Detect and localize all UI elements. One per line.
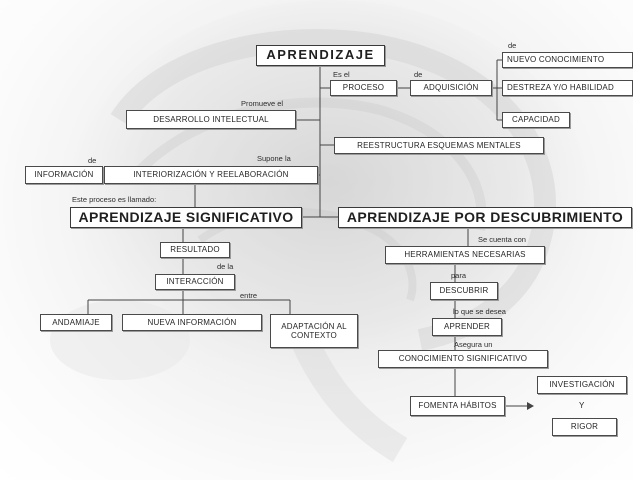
link-de-nuevo: de: [508, 41, 517, 50]
link-lo-que-se-desea: lo que se desea: [453, 307, 506, 316]
link-promueve: Promueve el: [241, 99, 284, 108]
link-entre: entre: [240, 291, 258, 300]
link-asegura: Asegura un: [454, 340, 493, 349]
node-interaccion: INTERACCIÓN: [155, 274, 235, 290]
node-nuevo-conocimiento: NUEVO CONOCIMIENTO: [502, 52, 633, 68]
node-conocimiento-significativo: CONOCIMIENTO SIGNIFICATIVO: [378, 350, 548, 368]
link-es-el: Es el: [333, 70, 350, 79]
node-destreza-habilidad: DESTREZA Y/O HABILIDAD: [502, 80, 633, 96]
link-de-informacion: de: [88, 156, 97, 165]
link-y: Y: [579, 401, 585, 410]
node-fomenta-habitos: FOMENTA HÁBITOS: [410, 396, 505, 416]
link-supone: Supone la: [257, 154, 291, 163]
link-proceso-llamado: Este proceso es llamado:: [72, 195, 157, 204]
node-informacion: INFORMACIÓN: [25, 166, 103, 184]
node-capacidad: CAPACIDAD: [502, 112, 570, 128]
link-de-adquisicion: de: [414, 70, 423, 79]
node-aprender: APRENDER: [432, 318, 502, 336]
node-adquisicion: ADQUISICIÓN: [410, 80, 492, 96]
node-proceso: PROCESO: [330, 80, 397, 96]
node-andamiaje: ANDAMIAJE: [40, 314, 112, 331]
node-aprendizaje-descubrimiento: APRENDIZAJE POR DESCUBRIMIENTO: [338, 207, 632, 228]
node-desarrollo-intelectual: DESARROLLO INTELECTUAL: [126, 110, 296, 129]
link-para: para: [451, 271, 467, 280]
node-aprendizaje: APRENDIZAJE: [256, 45, 385, 66]
node-descubrir: DESCUBRIR: [430, 282, 498, 300]
node-interiorizacion: INTERIORIZACIÓN Y REELABORACIÓN: [104, 166, 318, 184]
link-se-cuenta: Se cuenta con: [478, 235, 526, 244]
node-reestructura-esquemas: REESTRUCTURA ESQUEMAS MENTALES: [334, 137, 544, 154]
node-resultado: RESULTADO: [160, 242, 230, 258]
node-herramientas: HERRAMIENTAS NECESARIAS: [385, 246, 545, 264]
node-nueva-informacion: NUEVA INFORMACIÓN: [122, 314, 262, 331]
link-de-la: de la: [217, 262, 234, 271]
node-adaptacion-contexto: ADAPTACIÓN AL CONTEXTO: [270, 314, 358, 348]
node-aprendizaje-significativo: APRENDIZAJE SIGNIFICATIVO: [70, 207, 302, 228]
node-rigor: RIGOR: [552, 418, 617, 436]
node-investigacion: INVESTIGACIÓN: [537, 376, 627, 394]
